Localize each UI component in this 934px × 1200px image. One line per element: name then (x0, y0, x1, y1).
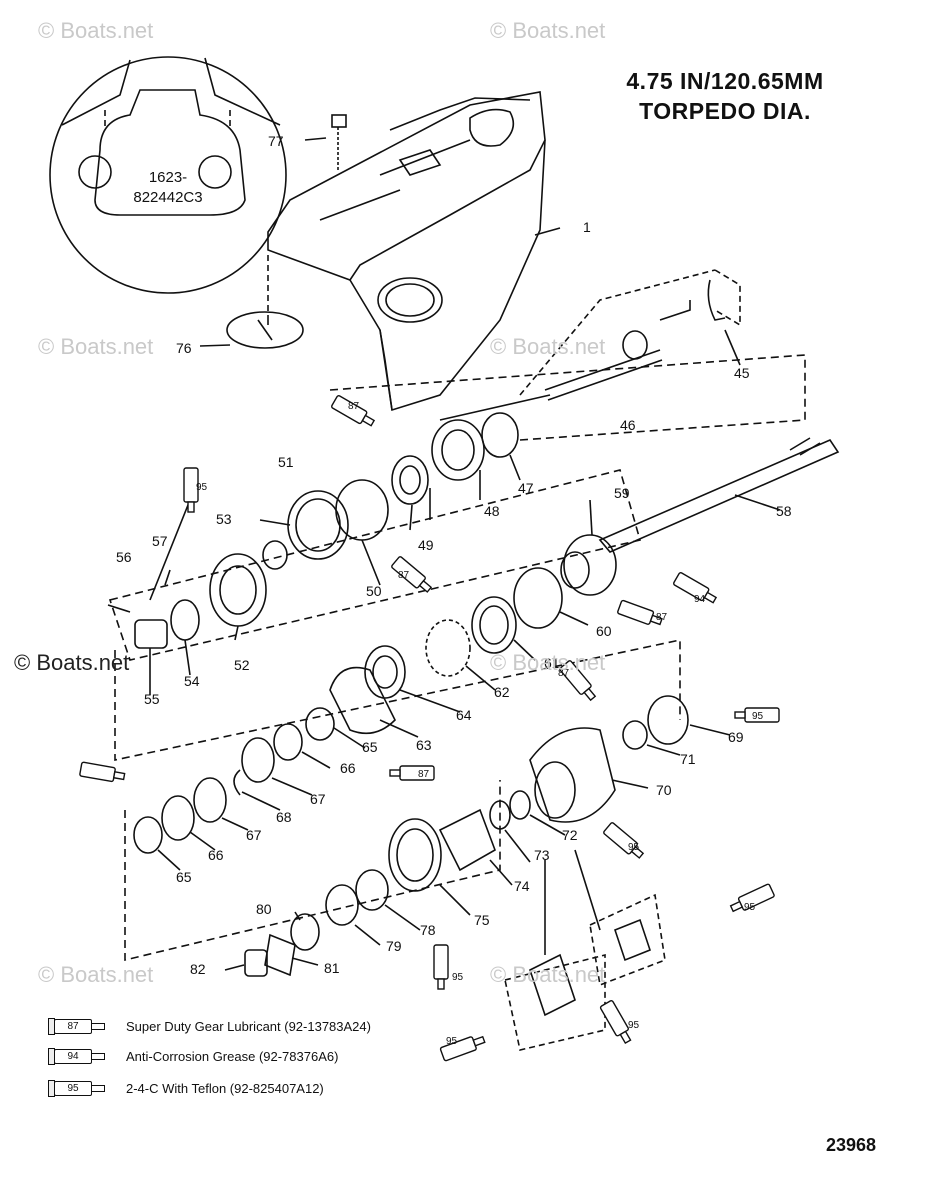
legend-code: 87 (54, 1019, 92, 1034)
title-line-2: TORPEDO DIA. (639, 98, 811, 124)
legend-code: 94 (54, 1049, 92, 1064)
tube-label: 87 (398, 570, 410, 581)
part-label: 78 (420, 922, 436, 938)
title-line-1: 4.75 IN/120.65MM (626, 68, 824, 94)
part-label: 50 (366, 583, 382, 599)
part-label: 66 (340, 760, 356, 776)
legend-row: 95 2-4-C With Teflon (92-825407A12) (48, 1080, 324, 1097)
part-label: 62 (494, 684, 510, 700)
lubricant-tube-icon: 95 (48, 1080, 110, 1097)
part-label: 75 (474, 912, 490, 928)
propeller-shaft (598, 438, 840, 553)
part-label: 49 (418, 537, 434, 553)
part-label: 47 (518, 480, 534, 496)
part-label: 51 (278, 454, 294, 470)
part-label: 55 (144, 691, 160, 707)
part-label: 71 (680, 751, 696, 767)
part-label: 1 (583, 219, 591, 235)
part-label: 58 (776, 503, 792, 519)
part-label: 54 (184, 673, 200, 689)
bearing-carrier (529, 727, 616, 823)
part-label: 57 (152, 533, 168, 549)
inset-circle (49, 56, 287, 294)
part-label: 67 (246, 827, 262, 843)
watermark: © Boats.net (14, 650, 130, 675)
legend-row: 87 Super Duty Gear Lubricant (92-13783A2… (48, 1018, 371, 1035)
part-label: 76 (176, 340, 192, 356)
part-label: 77 (268, 133, 284, 149)
tube-label: 94 (694, 594, 706, 605)
part-label: 70 (656, 782, 672, 798)
tube-label: 95 (452, 972, 464, 983)
legend-row: 94 Anti-Corrosion Grease (92-78376A6) (48, 1048, 339, 1065)
torpedo-diameter-title: 4.75 IN/120.65MM TORPEDO DIA. (560, 66, 890, 126)
part-label: 82 (190, 961, 206, 977)
tube-label: 87 (558, 668, 570, 679)
inset-label-2: 822442C3 (133, 189, 202, 206)
legend-text: Anti-Corrosion Grease (92-78376A6) (126, 1048, 339, 1064)
tube-label: 95 (752, 711, 764, 722)
legend-code: 95 (54, 1081, 92, 1096)
legend-text: Super Duty Gear Lubricant (92-13783A24) (126, 1018, 371, 1034)
inset-label-1: 1623- (149, 169, 187, 186)
part-label: 52 (234, 657, 250, 673)
part-label: 59 (614, 485, 630, 501)
legend-text: 2-4-C With Teflon (92-825407A12) (126, 1080, 324, 1096)
watermark: © Boats.net (490, 650, 606, 675)
lubricant-tube-icon: 94 (48, 1048, 110, 1065)
part-label: 68 (276, 809, 292, 825)
part-label: 67 (310, 791, 326, 807)
part-label: 69 (728, 729, 744, 745)
part-label: 64 (456, 707, 472, 723)
part-label: 60 (596, 623, 612, 639)
watermark: © Boats.net (38, 962, 154, 987)
watermark: © Boats.net (490, 962, 606, 987)
part-label: 53 (216, 511, 232, 527)
tube-label: 95 (744, 902, 756, 913)
tube-label: 95 (446, 1036, 458, 1047)
gear-housing (267, 91, 546, 281)
watermark: © Boats.net (490, 18, 606, 43)
part-label: 66 (208, 847, 224, 863)
watermark: © Boats.net (38, 18, 154, 43)
diagram-linework (49, 56, 840, 1051)
part-label: 65 (362, 739, 378, 755)
tube-label: 87 (418, 769, 430, 780)
lubricant-tubes (79, 395, 780, 1062)
tube-label: 95 (196, 482, 208, 493)
tube-labels: 87 87 87 87 87 94 95 95 95 95 95 95 95 (196, 401, 764, 1047)
tube-label: 87 (656, 612, 668, 623)
tube-label: 87 (348, 401, 360, 412)
part-label: 80 (256, 901, 272, 917)
part-label: 65 (176, 869, 192, 885)
part-label: 56 (116, 549, 132, 565)
part-label: 73 (534, 847, 550, 863)
part-label: 46 (620, 417, 636, 433)
part-label: 48 (484, 503, 500, 519)
tube-label: 95 (628, 1020, 640, 1031)
part-label: 45 (734, 365, 750, 381)
watermark: © Boats.net (38, 334, 154, 359)
lubricant-tube-icon: 87 (48, 1018, 110, 1035)
part-label: 61 (544, 655, 560, 671)
part-label: 72 (562, 827, 578, 843)
part-label: 63 (416, 737, 432, 753)
tube-label: 95 (628, 842, 640, 853)
part-label: 81 (324, 960, 340, 976)
part-label: 74 (514, 878, 530, 894)
catalog-number: 23968 (826, 1135, 877, 1155)
part-number-labels: 1 45 46 47 48 49 50 51 52 53 54 55 56 57… (116, 133, 792, 977)
part-label: 79 (386, 938, 402, 954)
watermark: © Boats.net (490, 334, 606, 359)
